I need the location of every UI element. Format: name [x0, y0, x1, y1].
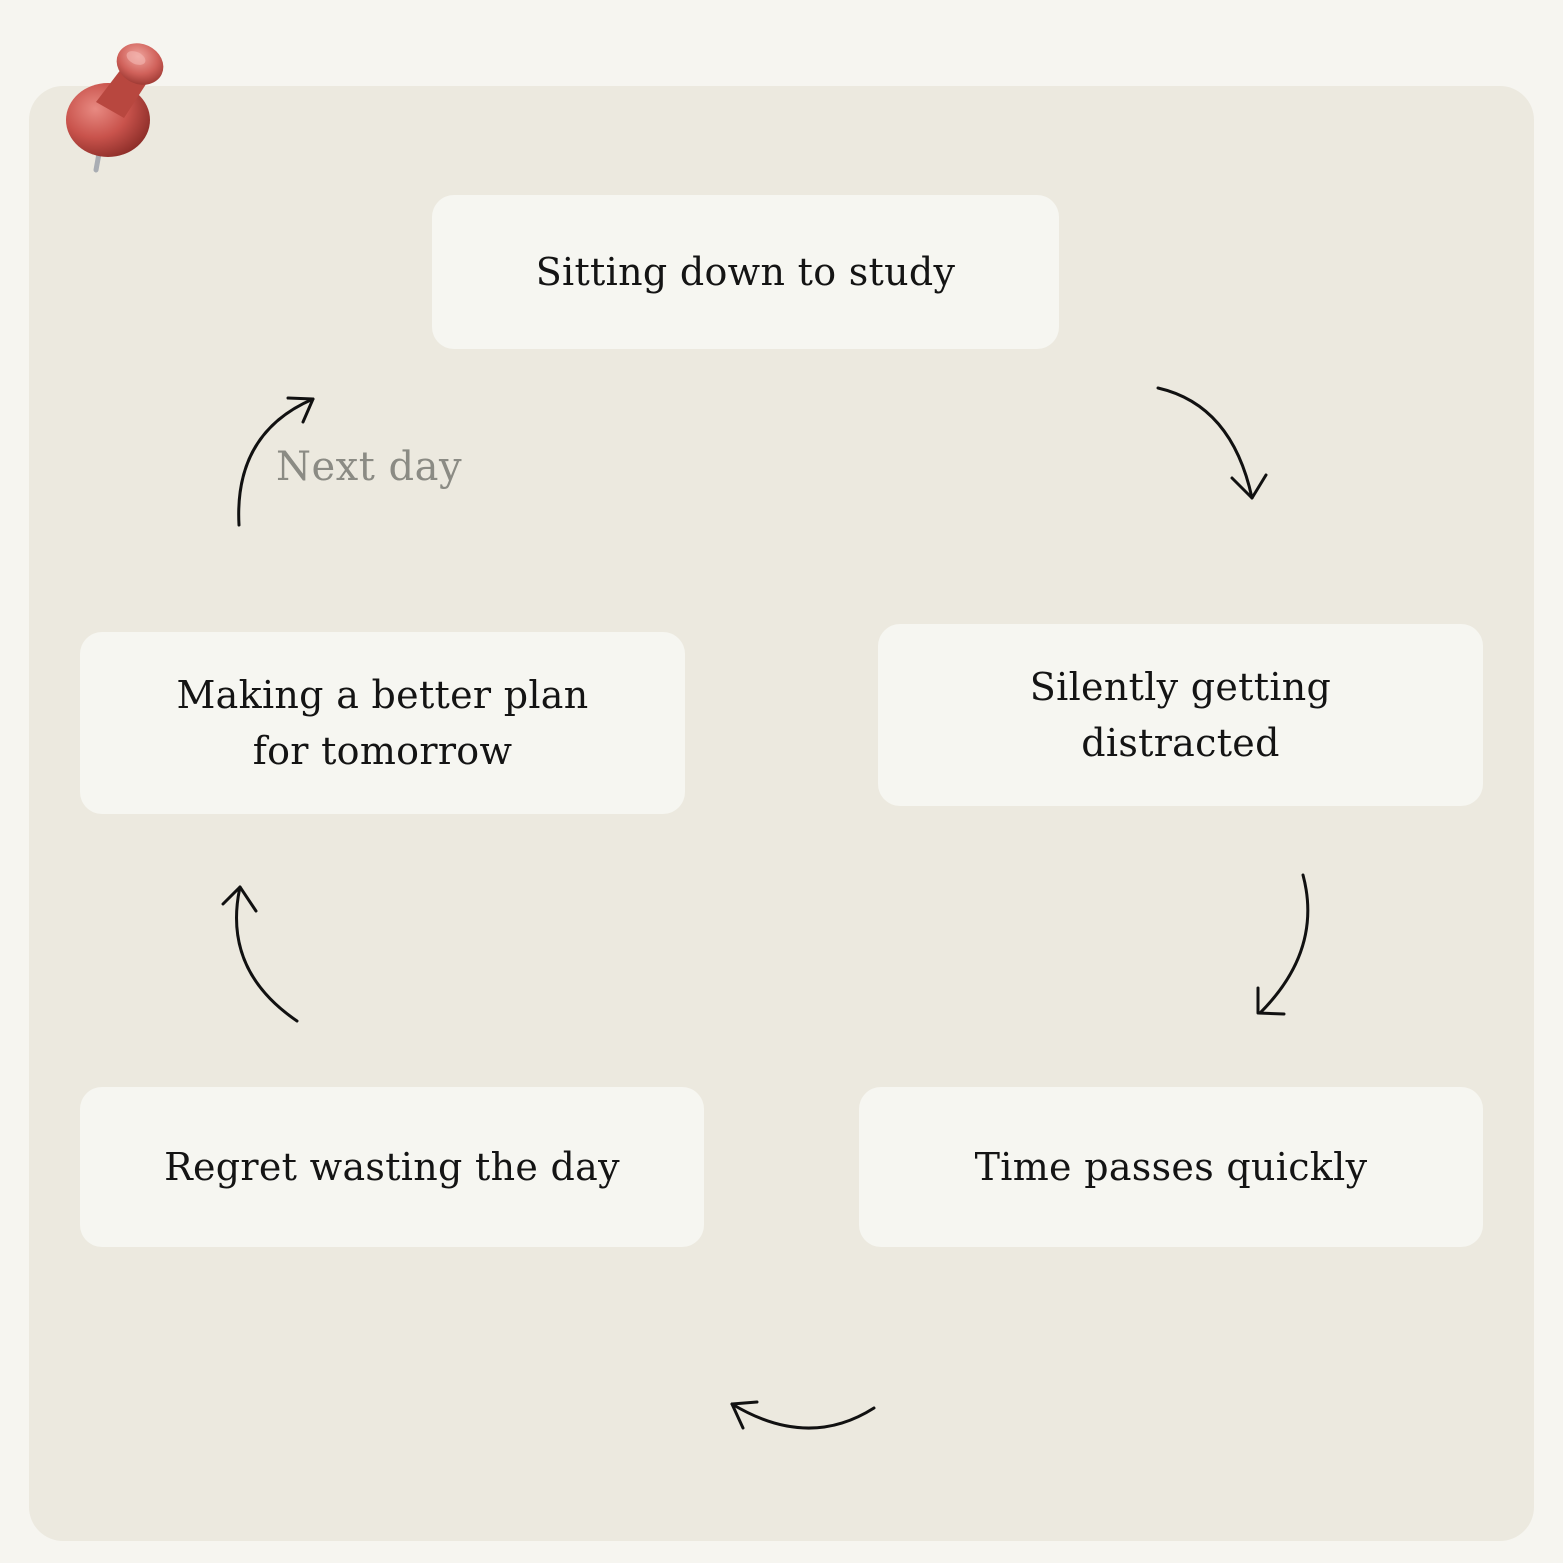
next-day-label: Next day: [276, 444, 463, 490]
step-label: Silently getting distracted: [1029, 665, 1332, 765]
step-time-passes: Time passes quickly: [859, 1087, 1483, 1247]
step-label: Sitting down to study: [535, 250, 956, 294]
step-getting-distracted: Silently getting distracted: [878, 624, 1483, 806]
step-better-plan: Making a better plan for tomorrow: [80, 632, 685, 814]
step-label: Time passes quickly: [974, 1145, 1368, 1189]
step-label: Regret wasting the day: [164, 1145, 620, 1189]
step-label: Making a better plan for tomorrow: [176, 673, 589, 773]
step-regret: Regret wasting the day: [80, 1087, 704, 1247]
pushpin-icon: [66, 43, 164, 173]
step-sitting-down: Sitting down to study: [432, 195, 1059, 349]
